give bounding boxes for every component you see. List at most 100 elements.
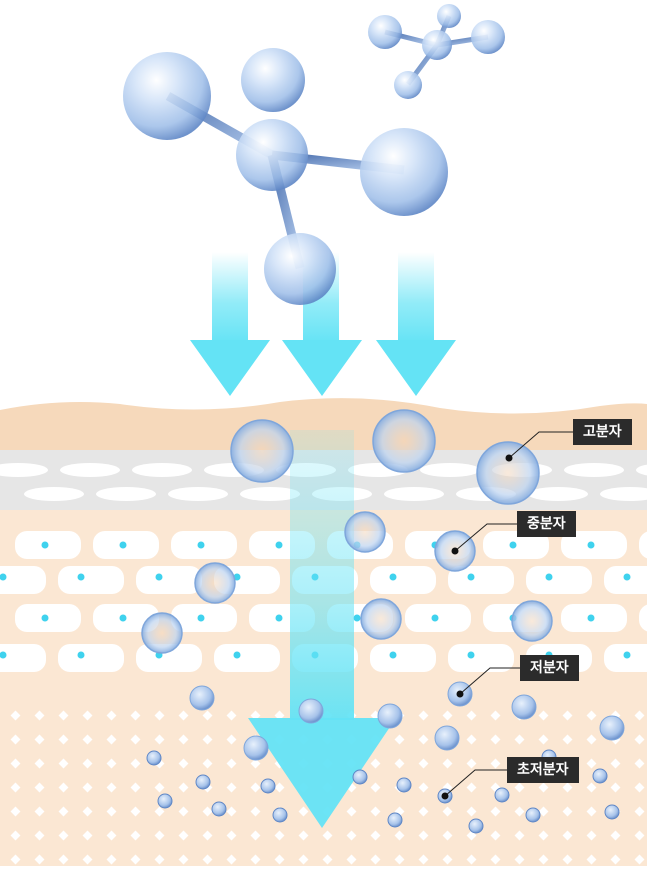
barrier-cell — [240, 487, 300, 501]
tissue-diamond — [274, 830, 285, 841]
medium-molecule — [141, 612, 183, 654]
cell-nucleus — [41, 541, 49, 549]
dermis-cell — [136, 566, 202, 594]
ultra-low-molecule — [157, 793, 173, 809]
tissue-diamond — [202, 734, 213, 745]
cell-nucleus — [77, 573, 85, 581]
tissue-diamond — [34, 782, 45, 793]
tissue-diamond — [250, 854, 261, 865]
tissue-diamond — [202, 806, 213, 817]
tissue-diamond — [466, 782, 477, 793]
ultra-low-molecule — [260, 778, 276, 794]
tissue-diamond — [394, 854, 405, 865]
high-molecule — [372, 409, 436, 473]
dermis-cell — [526, 566, 592, 594]
tissue-diamond — [634, 830, 645, 841]
tissue-diamond — [514, 734, 525, 745]
medium-molecule — [511, 600, 553, 642]
tissue-diamond — [34, 806, 45, 817]
dermis-cell — [448, 644, 514, 672]
tissue-diamond — [370, 830, 381, 841]
tissue-diamond — [58, 710, 69, 721]
tissue-diamond — [418, 710, 429, 721]
tissue-diamond — [250, 782, 261, 793]
cell-nucleus — [0, 651, 7, 659]
barrier-cell — [636, 464, 647, 476]
tissue-diamond — [10, 806, 21, 817]
ultra-low-molecule — [272, 807, 288, 823]
tissue-diamond — [538, 734, 549, 745]
tissue-diamond — [562, 782, 573, 793]
tissue-diamond — [226, 710, 237, 721]
cell-nucleus — [587, 541, 595, 549]
barrier-cell — [528, 487, 588, 501]
tissue-diamond — [634, 854, 645, 865]
tissue-diamond — [130, 758, 141, 769]
tissue-diamond — [562, 710, 573, 721]
tissue-diamond — [538, 854, 549, 865]
tissue-diamond — [538, 710, 549, 721]
tissue-diamond — [130, 830, 141, 841]
tissue-diamond — [538, 830, 549, 841]
tissue-diamond — [634, 758, 645, 769]
tissue-diamond — [250, 710, 261, 721]
ultra-low-molecule — [352, 769, 368, 785]
tissue-diamond — [586, 710, 597, 721]
tissue-diamond — [178, 854, 189, 865]
low-molecule — [243, 735, 269, 761]
tissue-diamond — [154, 806, 165, 817]
tissue-diamond — [490, 758, 501, 769]
molecule-bubbles — [141, 409, 625, 834]
ultra-low-molecule — [468, 818, 484, 834]
tissue-diamond — [10, 854, 21, 865]
ultra-low-molecule — [592, 768, 608, 784]
cell-nucleus — [197, 541, 205, 549]
tissue-diamond — [34, 734, 45, 745]
barrier-cell — [420, 463, 480, 477]
tissue-diamond — [538, 782, 549, 793]
dermis-cell — [214, 644, 280, 672]
tissue-diamond — [226, 806, 237, 817]
dermis-cell — [639, 604, 647, 632]
tissue-diamond — [226, 782, 237, 793]
tissue-diamond — [154, 782, 165, 793]
low-molecule — [434, 725, 460, 751]
tissue-diamond — [514, 806, 525, 817]
tissue-diamond — [418, 758, 429, 769]
cell-nucleus — [389, 573, 397, 581]
tissue-diamond — [226, 830, 237, 841]
tissue-diamond — [322, 854, 333, 865]
ultra-low-molecule — [604, 804, 620, 820]
tissue-diamond — [178, 830, 189, 841]
tissue-diamond — [394, 758, 405, 769]
tissue-diamond — [610, 758, 621, 769]
ultra-low-molecule — [494, 787, 510, 803]
barrier-cell — [0, 463, 48, 477]
cell-nucleus — [389, 651, 397, 659]
cell-nucleus — [155, 573, 163, 581]
tissue-diamond — [442, 854, 453, 865]
tissue-diamond — [154, 854, 165, 865]
tissue-diamond — [346, 854, 357, 865]
tissue-diamond — [490, 806, 501, 817]
tissue-diamond — [346, 830, 357, 841]
molecule-small-icon — [368, 4, 505, 99]
ultra-low-molecule — [396, 777, 412, 793]
barrier-cell — [24, 487, 84, 501]
cell-nucleus — [275, 614, 283, 622]
tissue-diamond — [586, 854, 597, 865]
tissue-diamond — [82, 734, 93, 745]
low-molecule — [599, 715, 625, 741]
tissue-diamond — [34, 854, 45, 865]
cell-nucleus — [467, 651, 475, 659]
tissue-diamond — [58, 782, 69, 793]
tissue-diamond — [106, 830, 117, 841]
barrier-cell — [168, 487, 228, 501]
low-molecule — [377, 703, 403, 729]
tissue-diamond — [10, 830, 21, 841]
label-low-molecular: 저분자 — [520, 655, 579, 681]
barrier-cell — [600, 487, 647, 501]
tissue-diamond — [130, 806, 141, 817]
tissue-diamond — [466, 710, 477, 721]
